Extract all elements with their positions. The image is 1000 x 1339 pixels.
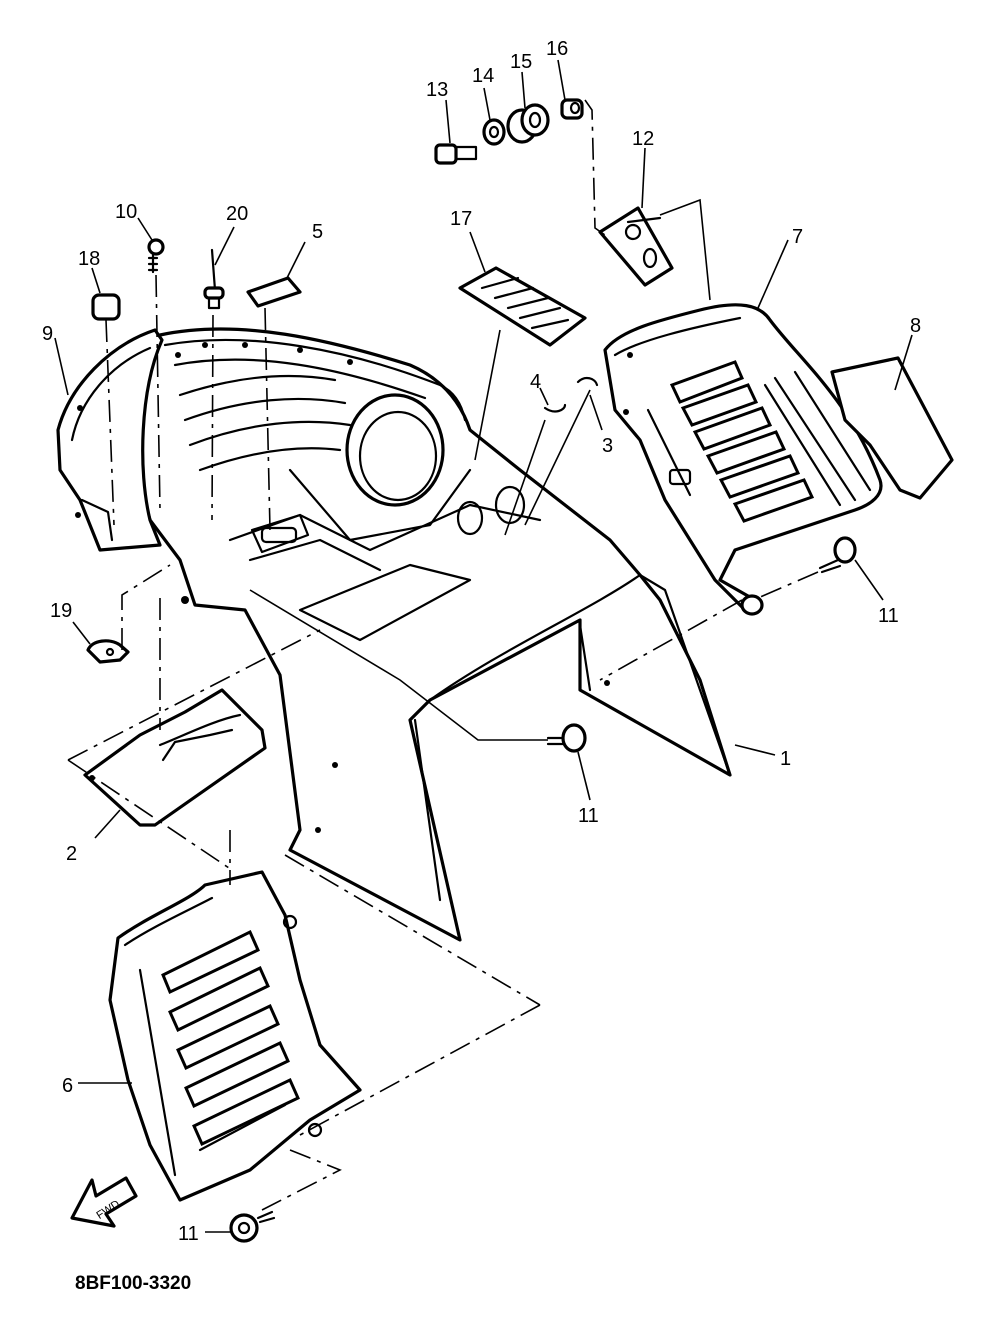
pad-strip bbox=[830, 356, 954, 500]
clip-3 bbox=[576, 376, 599, 387]
right-panel-louvres bbox=[669, 360, 815, 523]
callout-11-center: 11 bbox=[578, 805, 599, 827]
callout-5: 5 bbox=[312, 221, 323, 243]
washer-14 bbox=[482, 118, 506, 146]
left-side-panel bbox=[108, 870, 362, 1202]
fwd-direction-arrow: FWD bbox=[70, 1176, 138, 1228]
callout-1: 1 bbox=[780, 748, 791, 770]
callout-13: 13 bbox=[426, 79, 448, 101]
callout-6: 6 bbox=[62, 1075, 73, 1097]
callout-3: 3 bbox=[602, 435, 613, 457]
clamp-19 bbox=[86, 639, 130, 664]
bolt-11-center bbox=[546, 723, 587, 753]
callout-20: 20 bbox=[226, 203, 248, 225]
assembly-lines bbox=[67, 99, 819, 1211]
callout-9: 9 bbox=[42, 323, 53, 345]
label-plate bbox=[458, 266, 587, 347]
callout-2: 2 bbox=[66, 843, 77, 865]
front-cowl-body bbox=[139, 327, 732, 942]
grommet-15 bbox=[506, 103, 550, 144]
callout-16: 16 bbox=[546, 38, 568, 60]
callout-11-bottom: 11 bbox=[178, 1223, 199, 1245]
callout-8: 8 bbox=[910, 315, 921, 337]
callout-labels: 1 2 3 4 5 6 7 8 9 10 11 11 11 12 13 14 1… bbox=[42, 38, 921, 1245]
callout-14: 14 bbox=[472, 65, 494, 87]
callout-10: 10 bbox=[115, 201, 137, 223]
callout-4: 4 bbox=[530, 371, 541, 393]
grommet-11-right bbox=[740, 594, 764, 616]
tab-5 bbox=[246, 276, 302, 308]
callout-19: 19 bbox=[50, 600, 72, 622]
left-panel-louvres bbox=[161, 929, 300, 1147]
callout-18: 18 bbox=[78, 248, 100, 270]
lower-small-cover bbox=[83, 688, 267, 827]
screw-10 bbox=[147, 238, 165, 274]
bolt-11-right bbox=[818, 536, 857, 574]
callout-11-right: 11 bbox=[878, 605, 899, 627]
callout-17: 17 bbox=[450, 208, 472, 230]
rivet-20 bbox=[203, 248, 225, 310]
leader-lines bbox=[54, 59, 913, 1233]
cap-18 bbox=[91, 293, 121, 321]
bracket bbox=[598, 206, 674, 287]
callout-12: 12 bbox=[632, 128, 654, 150]
bolt-13 bbox=[434, 143, 478, 165]
drawing-code: 8BF100-3320 bbox=[75, 1273, 191, 1294]
hardware-parts bbox=[86, 98, 857, 1243]
bolt-11-bottom bbox=[229, 1210, 276, 1243]
callout-15: 15 bbox=[510, 51, 532, 73]
callout-7: 7 bbox=[792, 226, 803, 248]
collar-16 bbox=[560, 98, 584, 120]
right-side-panel bbox=[603, 303, 883, 612]
clip-4 bbox=[543, 403, 567, 413]
